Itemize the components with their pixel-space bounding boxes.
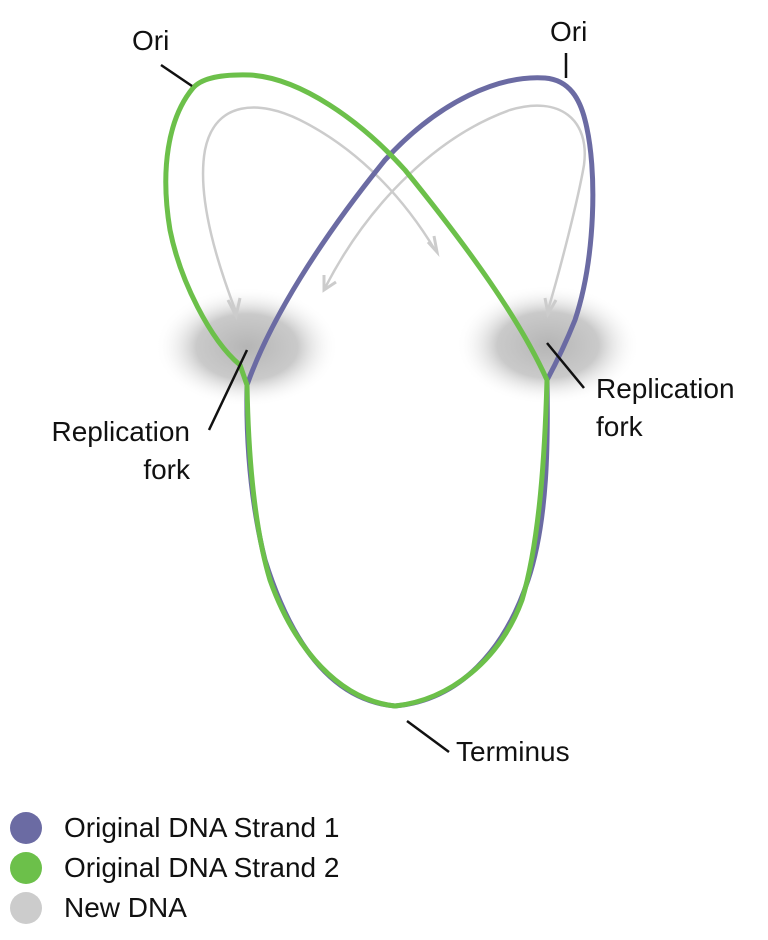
new-dna-swatch-icon bbox=[10, 892, 42, 924]
legend-item-new-dna: New DNA bbox=[10, 888, 339, 928]
legend-label: Original DNA Strand 2 bbox=[64, 852, 340, 883]
fork-left-leader bbox=[207, 349, 249, 431]
ori-right-label: Ori bbox=[550, 16, 588, 47]
new-dna-arrow-left-loop bbox=[201, 106, 437, 313]
new-dna-arrow-right-loop bbox=[323, 104, 587, 311]
fork-right-label: Replication fork bbox=[596, 372, 735, 444]
fork-right-leader bbox=[546, 342, 585, 389]
fork-left-line2: fork bbox=[143, 454, 190, 485]
fork-right-line2: fork bbox=[596, 411, 643, 442]
fork-left-label: Replication fork bbox=[30, 415, 190, 487]
legend: Original DNA Strand 1 Original DNA Stran… bbox=[10, 808, 339, 928]
ori-left-leader bbox=[160, 63, 193, 88]
legend-item-strand-2: Original DNA Strand 2 bbox=[10, 848, 339, 888]
legend-label: New DNA bbox=[64, 892, 187, 923]
fork-left-line1: Replication bbox=[51, 416, 190, 447]
legend-label: Original DNA Strand 1 bbox=[64, 812, 340, 843]
strand-2-swatch-icon bbox=[10, 852, 42, 884]
terminus-label: Terminus bbox=[456, 736, 570, 767]
strand-1-swatch-icon bbox=[10, 812, 42, 844]
strand-2 bbox=[163, 72, 550, 709]
fork-right-line1: Replication bbox=[596, 373, 735, 404]
terminus-leader bbox=[406, 719, 450, 754]
legend-item-strand-1: Original DNA Strand 1 bbox=[10, 808, 339, 848]
ori-left-label: Ori bbox=[132, 25, 170, 56]
